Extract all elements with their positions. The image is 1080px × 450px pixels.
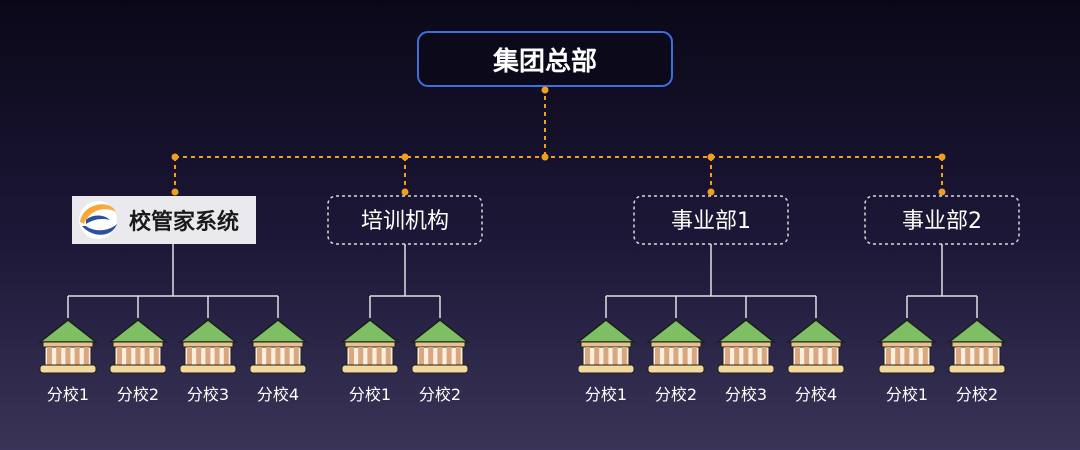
hq-connectors <box>174 88 943 192</box>
branch-node-3[interactable]: 事业部2 <box>864 195 1020 245</box>
school-building-icon[interactable] <box>107 319 169 374</box>
school-building-icon[interactable] <box>876 319 938 374</box>
school-building-icon[interactable] <box>785 319 847 374</box>
schools-layer: 分校1 分校2 分校3 分校4 分校1 分校2 分校1 分校2 分校3 分校4 分校1 分校2 <box>37 319 1008 404</box>
school-tree-lines <box>67 244 978 318</box>
school-building-icon[interactable] <box>177 319 239 374</box>
connector-dots <box>171 86 946 196</box>
school-label: 分校1 <box>349 385 391 404</box>
school-building-icon[interactable] <box>37 319 99 374</box>
school-label: 分校1 <box>886 385 928 404</box>
school-label: 分校2 <box>655 385 697 404</box>
branch-label-1: 培训机构 <box>361 209 449 234</box>
logo-icon <box>79 201 117 239</box>
branch-label-3: 事业部2 <box>902 209 982 234</box>
school-label: 分校2 <box>117 385 159 404</box>
branch-node-2[interactable]: 事业部1 <box>633 195 789 245</box>
school-building-icon[interactable] <box>575 319 637 374</box>
branch-node-logo[interactable]: 校管家系统 <box>72 196 256 244</box>
school-label: 分校1 <box>585 385 627 404</box>
hq-label: 集团总部 <box>492 46 597 77</box>
school-building-icon[interactable] <box>247 319 309 374</box>
school-building-icon[interactable] <box>409 319 471 374</box>
school-label: 分校4 <box>257 385 299 404</box>
school-building-icon[interactable] <box>645 319 707 374</box>
school-label: 分校2 <box>419 385 461 404</box>
school-label: 分校1 <box>47 385 89 404</box>
school-building-icon[interactable] <box>946 319 1008 374</box>
school-label: 分校3 <box>725 385 767 404</box>
branch-label-2: 事业部1 <box>671 209 751 234</box>
hq-node[interactable]: 集团总部 <box>417 31 673 87</box>
school-label: 分校2 <box>956 385 998 404</box>
school-building-icon[interactable] <box>715 319 777 374</box>
school-building-icon[interactable] <box>339 319 401 374</box>
school-label: 分校4 <box>795 385 837 404</box>
branch-node-1[interactable]: 培训机构 <box>327 195 483 245</box>
school-label: 分校3 <box>187 385 229 404</box>
branch-label-0: 校管家系统 <box>129 209 239 235</box>
